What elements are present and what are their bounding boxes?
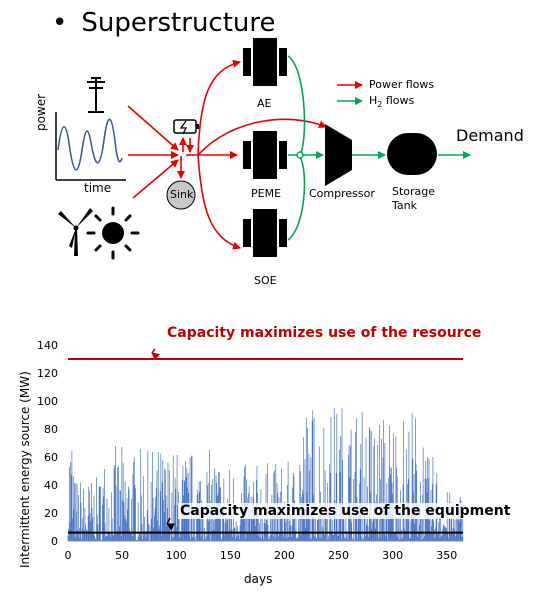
power-flows <box>127 59 327 250</box>
demand-label: Demand <box>456 126 524 145</box>
battery-icon <box>173 119 199 135</box>
resource-arrow <box>151 348 160 361</box>
electrolyzer-soe <box>243 209 287 257</box>
legend-h2-prefix: H <box>369 94 378 107</box>
ae-label: AE <box>257 97 272 110</box>
chart-axes: 0 20 40 60 80 100 120 140 0 50 100 150 200 250 300 350 <box>37 339 463 562</box>
y-tick-label: 40 <box>44 479 58 492</box>
x-tick-label: 350 <box>436 549 457 562</box>
storage-tank-label: Storage Tank <box>392 185 436 212</box>
x-tick-label: 200 <box>274 549 295 562</box>
superstructure-diagram <box>55 38 471 260</box>
power-tower-icon <box>87 77 105 113</box>
legend-power-label: Power flows <box>369 78 435 91</box>
x-tick-label: 300 <box>382 549 403 562</box>
power-axis-label: power <box>34 93 48 131</box>
bullet: • <box>52 8 68 38</box>
soe-label: SOE <box>254 274 277 287</box>
series-bars <box>67 408 464 541</box>
equipment-arrow <box>166 517 176 531</box>
sink-node <box>166 180 196 210</box>
x-tick-label: 150 <box>220 549 241 562</box>
compressor-label: Compressor <box>309 187 375 200</box>
slide-title: • Superstructure <box>52 8 276 38</box>
y-tick-label: 120 <box>37 367 58 380</box>
energy-chart: 0 20 40 60 80 100 120 140 0 50 100 150 200 250 300 350 <box>37 339 464 562</box>
compressor-shape <box>325 124 352 186</box>
peme-label: PEME <box>251 187 282 200</box>
wind-turbine-icon <box>58 208 93 256</box>
y-tick-label: 100 <box>37 395 58 408</box>
legend-h2-label: H2 flows <box>369 94 414 109</box>
y-axis-label: Intermittent energy source (MW) <box>18 371 32 568</box>
y-tick-label: 140 <box>37 339 58 352</box>
title-text: Superstructure <box>81 8 276 38</box>
resource-capacity-label: Capacity maximizes use of the resource <box>167 325 482 341</box>
legend-h2-suffix: flows <box>382 94 415 107</box>
electrolyzer-peme <box>243 131 287 179</box>
reference-lines <box>68 358 463 534</box>
time-axis-label: time <box>84 181 112 195</box>
legend-h2-subscript: 2 <box>377 100 383 110</box>
y-tick-label: 80 <box>44 423 58 436</box>
y-tick-label: 0 <box>51 535 58 548</box>
x-tick-label: 0 <box>65 549 72 562</box>
y-tick-label: 60 <box>44 451 58 464</box>
sun-icon <box>86 206 140 260</box>
x-tick-label: 250 <box>328 549 349 562</box>
electrolyzer-ae <box>243 38 287 86</box>
power-time-plot <box>55 112 126 181</box>
equipment-capacity-label: Capacity maximizes use of the equipment <box>178 503 513 519</box>
legend <box>337 81 363 105</box>
storage-tank-shape <box>387 133 437 175</box>
h2-junction <box>296 151 304 159</box>
h2-flows <box>287 55 471 241</box>
x-tick-label: 50 <box>115 549 129 562</box>
x-axis-label: days <box>244 572 273 586</box>
y-tick-label: 20 <box>44 507 58 520</box>
sink-label: Sink <box>170 188 194 201</box>
x-tick-label: 100 <box>166 549 187 562</box>
